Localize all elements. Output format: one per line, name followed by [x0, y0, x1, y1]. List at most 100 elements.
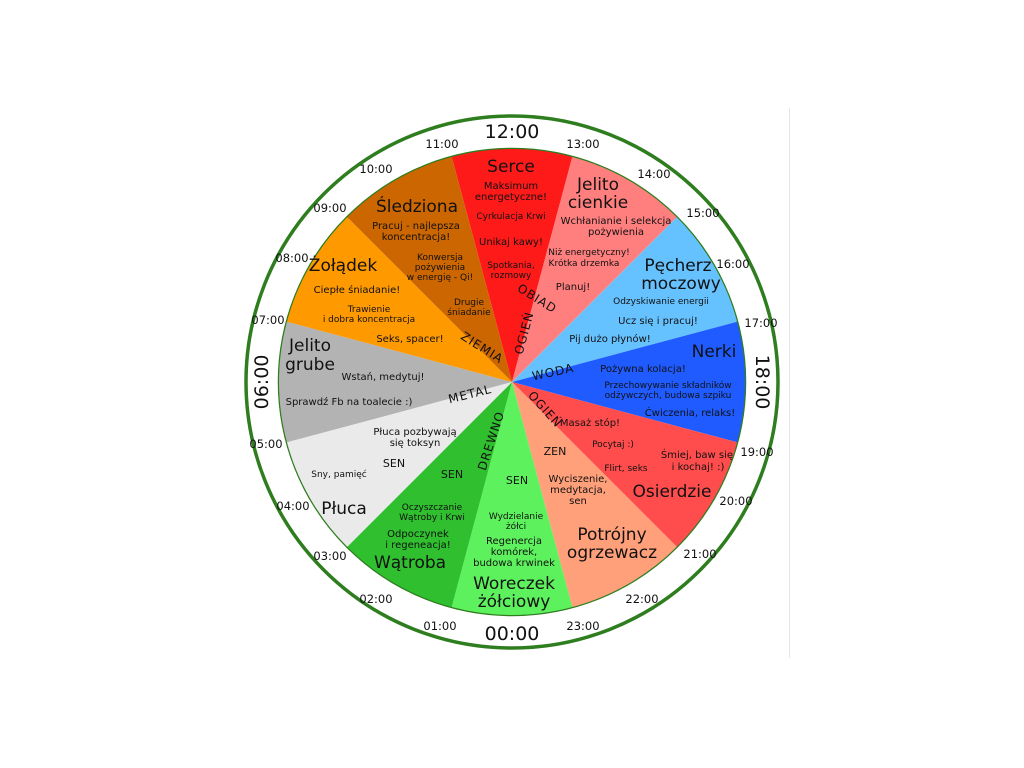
organ-note: Śmiej, baw się	[661, 448, 733, 461]
organ-sledziona: Śledziona Pracuj - najlepsza koncentracj…	[372, 195, 491, 318]
organ-note: Sny, pamięć	[311, 469, 366, 480]
organ-note: Pij dużo płynów!	[569, 333, 651, 345]
organ-note: Niż energetyczny!	[548, 248, 630, 258]
wedge-watroba	[347, 382, 512, 608]
organ-name: Osierdzie	[632, 482, 711, 502]
organ-name: Żołądek	[309, 255, 378, 276]
wedge-sledziona	[347, 156, 512, 382]
organ-note: Masaż stóp!	[560, 417, 620, 429]
organ-pluca: Płuca pozbywają się toksyn SEN Sny, pami…	[311, 427, 456, 519]
organ-note: Planuj!	[556, 282, 590, 293]
hour-07: 07:00	[251, 313, 284, 327]
hour-01: 01:00	[423, 619, 456, 633]
organ-note: Odpoczynek	[387, 529, 449, 540]
organ-note: medytacja,	[550, 485, 606, 496]
organ-note: Ćwiczenia, relaks!	[645, 406, 735, 419]
organ-note: się toksyn	[390, 438, 441, 449]
wedge-potrojny-ogrzewacz	[512, 382, 677, 608]
wedge-pluca	[286, 382, 512, 547]
organ-note: żółci	[506, 521, 526, 532]
organ-name: Wątroba	[374, 553, 446, 573]
hour-04: 04:00	[276, 499, 309, 513]
organ-name: Nerki	[692, 342, 737, 362]
hour-03: 03:00	[313, 549, 346, 563]
hour-22: 22:00	[625, 592, 658, 606]
organ-osierdzie: Masaż stóp! Pocytaj :) Flirt, seks Śmiej…	[560, 417, 733, 502]
hour-10: 10:00	[359, 162, 392, 176]
organ-name: moczowy	[641, 274, 721, 294]
wedge-pecherz-moczowy	[512, 217, 738, 382]
organ-jelito-grube: Jelito grube Wstań, medytuj! Sprawdź Fb …	[285, 336, 424, 408]
organ-note: Wątroby i Krwi	[399, 513, 465, 523]
hour-13: 13:00	[566, 137, 599, 151]
organ-note: Drugie	[454, 298, 485, 308]
organ-note: Sprawdź Fb na toalecie :)	[286, 396, 413, 408]
hour-19: 19:00	[740, 445, 773, 459]
hour-17: 17:00	[744, 316, 777, 330]
organ-note: Seks, spacer!	[376, 334, 443, 345]
organ-pecherz-moczowy: Pęcherz moczowy Odzyskiwanie energii Ucz…	[569, 256, 721, 345]
organ-name: Płuca	[321, 499, 367, 519]
organ-name: ogrzewacz	[567, 543, 657, 563]
wedges	[279, 149, 745, 615]
organ-note: Konwersja	[417, 253, 463, 263]
organ-note: SEN	[506, 474, 528, 487]
inner-ring	[277, 147, 747, 617]
organ-note: sen	[569, 496, 587, 507]
organ-name: Potrójny	[577, 525, 646, 545]
organ-note: i kochaj! :)	[672, 462, 725, 473]
organ-name: Jelito	[576, 175, 619, 195]
hour-05: 05:00	[249, 437, 282, 451]
big-hour-left: 06:00	[251, 355, 273, 410]
organ-zoladek: Żołądek Ciepłe śniadanie! Trawienie i do…	[309, 255, 444, 345]
organ-note: Maksimum	[484, 181, 538, 192]
organ-note: Trawienie	[347, 305, 391, 315]
organ-note: koncentracja!	[382, 232, 450, 243]
organ-note: Pocytaj :)	[592, 440, 634, 450]
wedge-osierdzie	[512, 382, 738, 547]
organ-note: rozmowy	[491, 271, 532, 281]
organ-name: Woreczek	[473, 574, 555, 594]
organ-watroba: SEN Oczyszczanie Wątroby i Krwi Odpoczyn…	[374, 468, 465, 573]
organ-jelito-cienkie: Jelito cienkie Wchłanianie i selekcja po…	[548, 175, 671, 293]
wedge-jelito-cienkie	[512, 156, 677, 382]
big-hour-right: 18:00	[751, 355, 773, 410]
organ-note: Unikaj kawy!	[479, 237, 543, 248]
big-hour-top: 12:00	[485, 121, 540, 143]
hour-21: 21:00	[683, 547, 716, 561]
organ-note: śniadanie	[447, 307, 491, 318]
organ-note: Flirt, seks	[604, 464, 648, 474]
organ-note: i regeneacja!	[385, 540, 451, 551]
organ-name: Jelito	[288, 336, 331, 356]
hour-23: 23:00	[566, 619, 599, 633]
organ-note: i dobra koncentracja	[323, 315, 415, 325]
organ-woreczek-zolciowy: SEN Wydzielanie żółci Regenercja komórek…	[473, 474, 555, 612]
organ-note: komórek,	[491, 546, 537, 558]
organ-note: SEN	[441, 468, 463, 481]
organ-note: Cyrkulacja Krwi	[476, 212, 545, 222]
organ-nerki: Nerki Pożywna kolacja! Przechowywanie sk…	[600, 342, 736, 419]
organ-note: Wydzielanie	[489, 512, 544, 522]
hour-02: 02:00	[359, 592, 392, 606]
organ-note: Wstań, medytuj!	[341, 371, 424, 383]
edge-line	[789, 108, 790, 658]
hour-09: 09:00	[313, 201, 346, 215]
wedge-woreczek-zolciowy	[451, 382, 573, 615]
organ-name: cienkie	[568, 193, 628, 213]
organ-note: Wyciszenie,	[549, 474, 608, 485]
organ-note: Pracuj - najlepsza	[372, 221, 460, 232]
hour-11: 11:00	[425, 137, 458, 151]
organ-note: budowa krwinek	[473, 558, 555, 569]
big-hour-bottom: 00:00	[485, 623, 540, 645]
organ-name: Śledziona	[376, 195, 458, 217]
organ-note: Oczyszczanie	[402, 503, 463, 513]
organ-note: Ucz się i pracuj!	[618, 316, 698, 327]
hour-labels: 13:00 14:00 15:00 16:00 17:00 19:00 20:0…	[249, 137, 777, 633]
organ-name: grube	[285, 355, 335, 375]
wedge-nerki	[512, 321, 745, 443]
organ-serce: Serce Maksimum energetyczne! Cyrkulacja …	[475, 157, 547, 281]
organ-note: Spotkania,	[487, 261, 535, 271]
organ-note: ZEN	[544, 445, 567, 458]
hour-08: 08:00	[275, 251, 308, 265]
wedge-serce	[451, 149, 573, 382]
